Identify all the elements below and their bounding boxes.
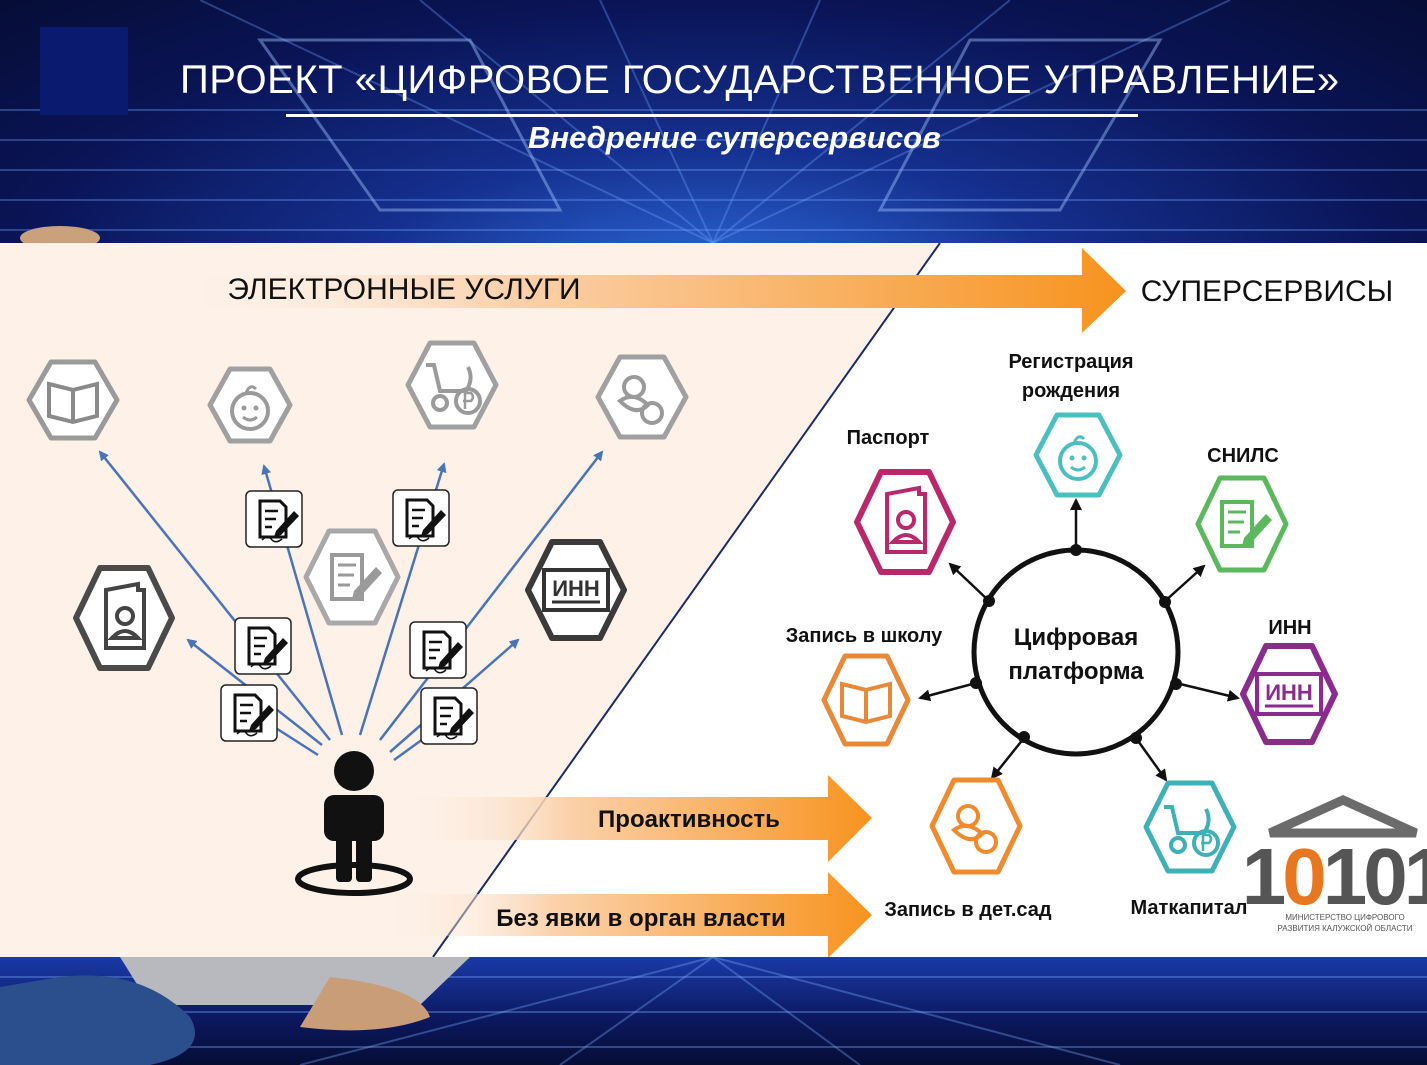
- birth-label-line2: рождения: [1022, 380, 1120, 402]
- no-visit-label: Без явки в орган власти: [496, 905, 786, 932]
- logo-line1: МИНИСТЕРСТВО ЦИФРОВОГО: [1285, 913, 1405, 922]
- ministry-logo-caption: МИНИСТЕРСТВО ЦИФРОВОГО РАЗВИТИЯ КАЛУЖСКО…: [1270, 912, 1420, 934]
- footer-background: [0, 957, 1427, 1065]
- proactive-label: Проактивность: [598, 806, 780, 833]
- birth-label-line1: Регистрация: [1008, 351, 1133, 373]
- signed-form-icon: [408, 620, 468, 680]
- signed-form-icon: [233, 616, 293, 676]
- laptop-edge: [120, 957, 470, 1005]
- school-label: Запись в школу: [786, 625, 943, 647]
- snils-icon: [1195, 475, 1289, 573]
- kindergarten-icon: [929, 777, 1023, 875]
- ministry-logo: 10101: [1242, 795, 1427, 921]
- sleeve-fragment: [0, 975, 195, 1065]
- passport-label: Паспорт: [847, 427, 930, 449]
- top-progress-arrow: [170, 248, 1126, 333]
- page-title: ПРОЕКТ «ЦИФРОВОЕ ГОСУДАРСТВЕННОЕ УПРАВЛЕ…: [180, 58, 1340, 102]
- book-icon: [26, 359, 120, 441]
- platform-label-line1: Цифровая: [1014, 624, 1138, 651]
- signed-form-icon: [391, 488, 451, 548]
- school-icon: [821, 653, 911, 747]
- platform-dots: [970, 544, 1182, 744]
- title-underline: [286, 114, 1138, 117]
- inn-service-icon: ИНН: [1240, 643, 1338, 745]
- signed-form-icon: [219, 683, 279, 743]
- pacifier-icon: [595, 354, 689, 440]
- kindergarten-label: Запись в дет.сад: [884, 899, 1051, 921]
- inn-service-icon-label: ИНН: [1265, 680, 1313, 705]
- birth-registration-icon: [1033, 412, 1123, 498]
- grid-pattern: [0, 0, 1427, 243]
- stroller-ruble-icon: [405, 340, 499, 430]
- footer-grid: [0, 957, 1427, 1065]
- matcapital-icon: [1143, 780, 1237, 874]
- signed-form-icon: [419, 686, 479, 746]
- document-edit-icon: [303, 528, 401, 626]
- platform-circle: [971, 547, 1181, 757]
- right-heading: СУПЕРСЕРВИСЫ: [1141, 275, 1393, 308]
- platform-label-line2: платформа: [1008, 658, 1144, 685]
- passport-icon: [73, 565, 175, 671]
- signed-form-icon: [244, 489, 304, 549]
- passport-service-icon: [854, 469, 956, 575]
- inn-label: ИНН: [1268, 617, 1311, 639]
- inn-card-label: ИНН: [552, 576, 600, 601]
- logo-digits: 10101: [1242, 832, 1427, 921]
- proactive-arrow: [400, 775, 872, 862]
- services-diagram: ИНН Проактивность Без явки в орган власт…: [0, 243, 1427, 957]
- baby-icon: [207, 366, 293, 444]
- logo-line2: РАЗВИТИЯ КАЛУЖСКОЙ ОБЛАСТИ: [1277, 924, 1413, 933]
- person-icon: [295, 751, 413, 896]
- matcapital-label: Маткапитал: [1131, 897, 1248, 919]
- hand-fragment: [20, 226, 100, 243]
- left-heading: ЭЛЕКТРОННЫЕ УСЛУГИ: [227, 273, 580, 306]
- snils-label: СНИЛС: [1207, 445, 1279, 467]
- no-visit-arrow: [380, 872, 872, 957]
- hand-fragment-2: [300, 977, 430, 1031]
- inn-card-icon: ИНН: [525, 539, 627, 641]
- platform-arrows: [918, 498, 1240, 782]
- header-background: [0, 0, 1427, 243]
- page-subtitle: Внедрение суперсервисов: [528, 120, 941, 155]
- corner-square: [40, 27, 128, 115]
